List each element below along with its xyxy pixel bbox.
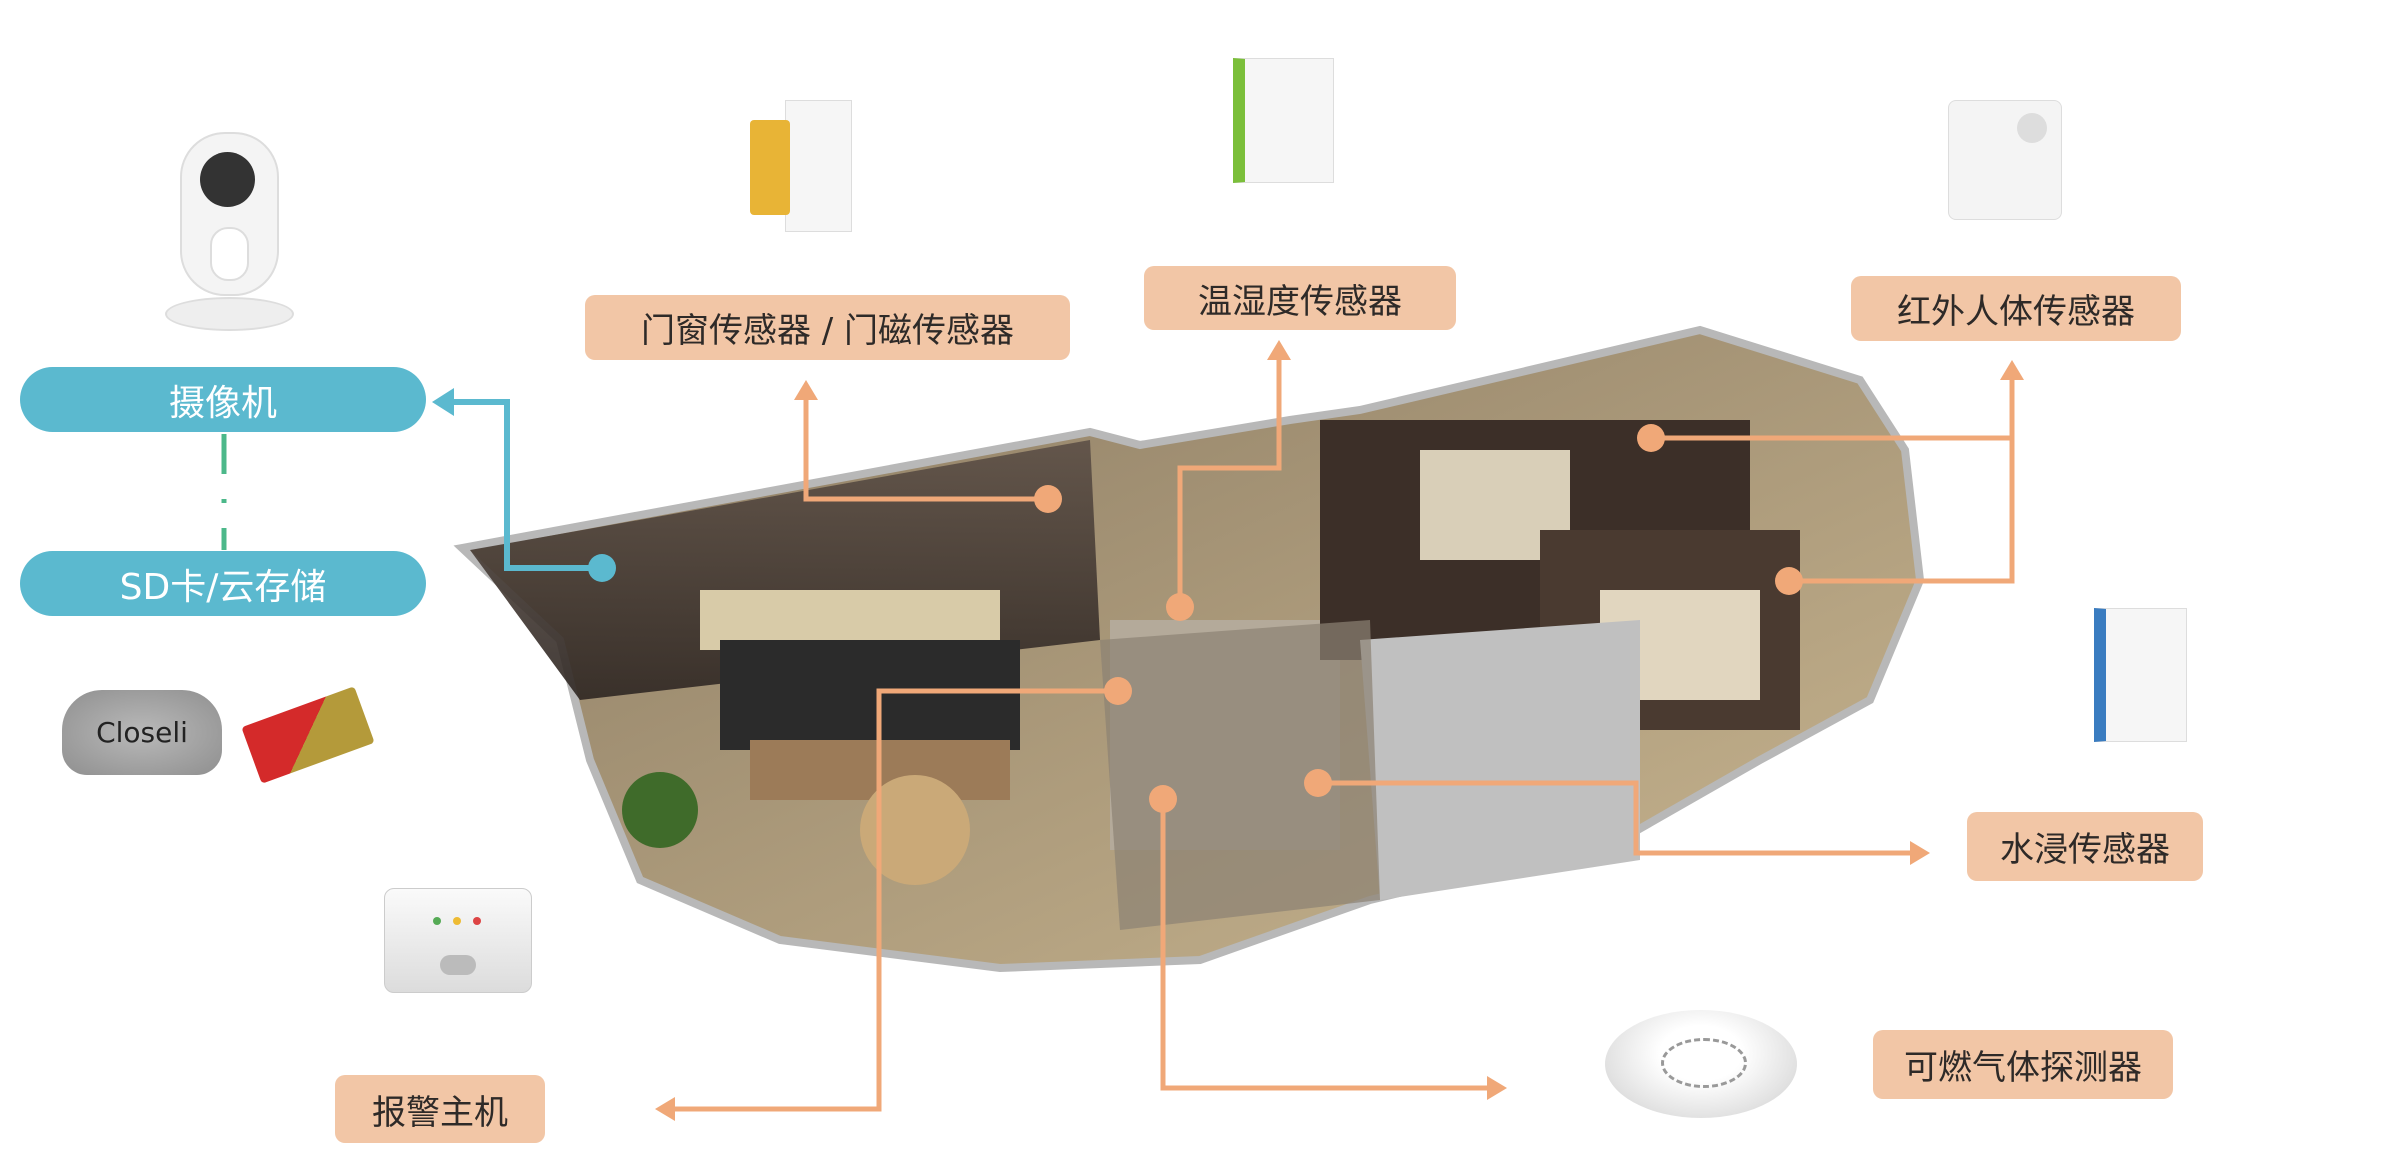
temp-connector [1177,355,1282,607]
door-point [1034,485,1062,513]
temp-humidity-text: 温湿度传感器 [1198,281,1402,322]
camera-point [588,554,616,582]
arrow-up-icon [2000,360,2024,380]
infrared-sensor-image [1948,100,2062,220]
infrared-connector [1651,375,2015,584]
storage-label: SD卡/云存储 [20,551,426,616]
camera-label: 摄像机 [20,367,426,432]
door-sensor-label: 门窗传感器 / 门磁传感器 [585,295,1070,360]
water-point [1304,769,1332,797]
gas-detector-text: 可燃气体探测器 [1904,1048,2142,1088]
infrared-label: 红外人体传感器 [1851,276,2181,341]
alarm-host-label: 报警主机 [335,1075,545,1143]
temp-humidity-sensor-image [1233,58,1334,183]
arrow-left-icon [655,1097,675,1121]
water-sensor-image [2094,608,2187,742]
arrow-left-icon [432,388,454,416]
alarm-point [1104,677,1132,705]
door-sensor-text: 门窗传感器 / 门磁传感器 [640,311,1015,351]
temp-point [1166,593,1194,621]
arrow-right-icon [1910,841,1930,865]
cloud-storage-icon: Closeli [62,690,222,775]
water-sensor-label: 水浸传感器 [1967,812,2203,881]
alarm-connector [670,688,1118,1112]
alarm-host-text: 报警主机 [372,1092,508,1133]
gas-detector-image [1605,1010,1797,1118]
water-sensor-text: 水浸传感器 [2000,830,2170,870]
alarm-host-image [384,888,532,993]
storage-label-text: SD卡/云存储 [119,566,327,608]
infrared-point [1637,424,1665,452]
gas-detector-label: 可燃气体探测器 [1873,1030,2173,1099]
cloud-brand-text: Closeli [96,716,188,749]
door-connector [803,395,1048,502]
arrow-right-icon [1487,1076,1507,1100]
gas-connector [1160,799,1492,1091]
infrared-text: 红外人体传感器 [1897,292,2135,332]
temp-humidity-label: 温湿度传感器 [1144,266,1456,330]
camera-label-text: 摄像机 [168,382,277,424]
water-connector [1318,780,1915,856]
infrared-point [1775,567,1803,595]
gas-point [1149,785,1177,813]
arrow-up-icon [1267,340,1291,360]
door-sensor-image [745,100,855,232]
camera-device-image [165,132,294,332]
arrow-up-icon [794,380,818,400]
camera-connector [450,399,602,571]
